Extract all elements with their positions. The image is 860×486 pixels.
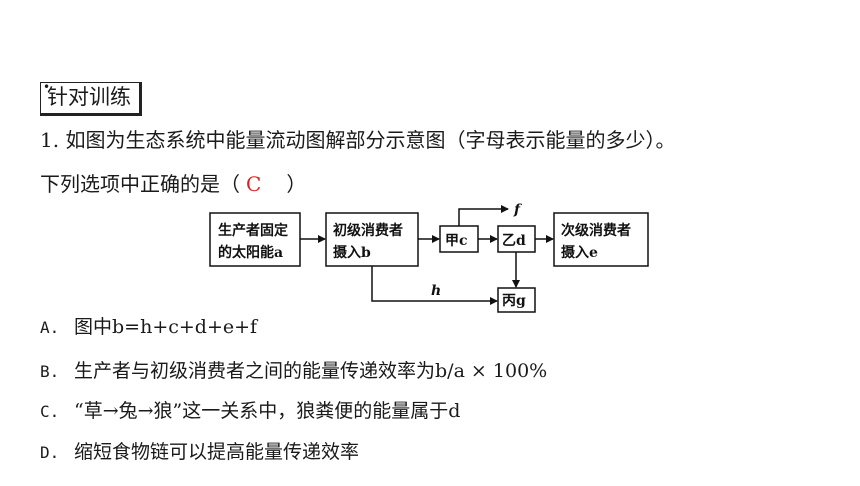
option-d-key: D. [40,443,60,462]
option-c: C. “草→兔→狼”这一关系中，狼粪便的能量属于d [40,396,460,423]
h-label: h [431,283,441,299]
yi-label: 乙d [502,233,526,249]
arrow-primary-to-bing [371,266,498,305]
bing-box [497,287,536,313]
question-suffix: ） [286,172,307,196]
question-line-1: 1. 如图为生态系统中能量流动图解部分示意图（字母表示能量的多少）。 [40,128,676,152]
heading-dot: • [43,80,51,94]
question-line-2: 下列选项中正确的是（C ） [40,168,306,197]
primary-label-1: 初级消费者 [333,222,403,239]
secondary-label-2: 摄入e [561,244,598,261]
secondary-consumer-box [553,212,649,267]
producer-label-2: 的太阳能a [218,244,283,261]
option-d-text: 缩短食物链可以提高能量传递效率 [74,441,360,463]
section-heading: • 针对训练 [40,80,142,116]
option-b: B. 生产者与初级消费者之间的能量传递效率为b/a × 100% [40,356,547,383]
option-a-key: A. [40,318,60,337]
f-label: f [513,202,523,218]
option-c-text: “草→兔→狼”这一关系中，狼粪便的能量属于d [74,400,461,422]
option-b-text: 生产者与初级消费者之间的能量传递效率为b/a × 100% [74,360,548,382]
producer-label-1: 生产者固定 [218,222,288,239]
option-d: D. 缩短食物链可以提高能量传递效率 [40,437,359,464]
section-heading-text: 针对训练 [47,85,131,109]
option-b-key: B. [40,362,60,381]
primary-label-2: 摄入b [333,244,371,261]
bing-label: 丙g [502,293,526,309]
answer-letter: C [246,172,262,196]
jia-label: 甲c [445,233,468,249]
option-c-key: C. [40,402,60,421]
option-a: A. 图中b=h+c+d+e+f [40,312,257,339]
option-a-text: 图中b=h+c+d+e+f [74,316,258,338]
arrow-jia-to-f [458,205,509,226]
secondary-label-1: 次级消费者 [561,222,631,239]
question-prefix: 下列选项中正确的是（ [40,172,240,196]
